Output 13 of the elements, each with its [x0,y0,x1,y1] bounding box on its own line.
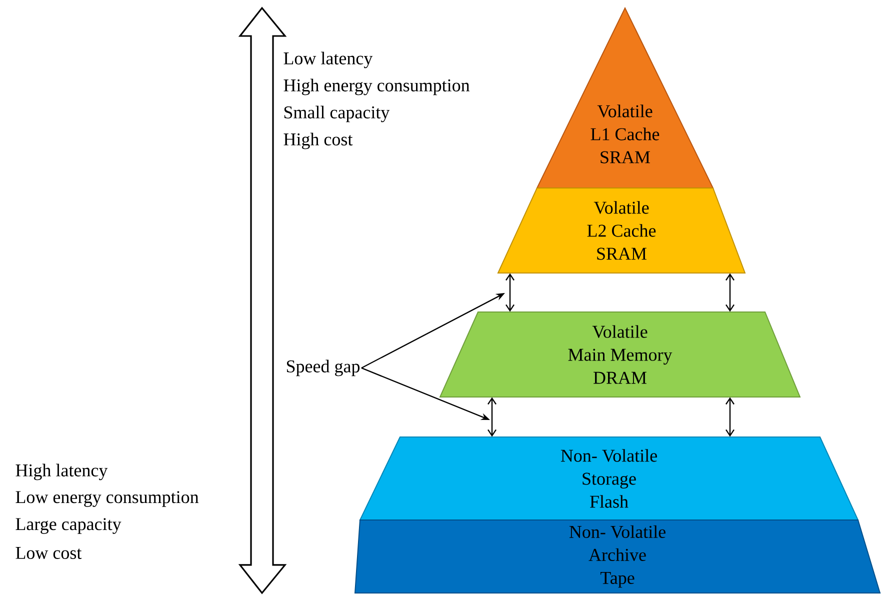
double-arrow [506,273,514,312]
property-text: High cost [284,132,353,150]
property-text: High energy consumption [284,78,470,96]
property-text: Low energy consumption [16,491,199,507]
property-text: Small capacity [284,106,390,122]
callout-text: Speed gap [286,360,360,376]
double-arrow [726,273,734,312]
property-text: High latency [16,464,108,480]
double-arrow [488,397,496,437]
property-text: Large capacity [16,518,122,534]
double-arrow [726,397,734,437]
property-text: Low latency [284,52,373,68]
property-text: Low cost [16,547,82,559]
